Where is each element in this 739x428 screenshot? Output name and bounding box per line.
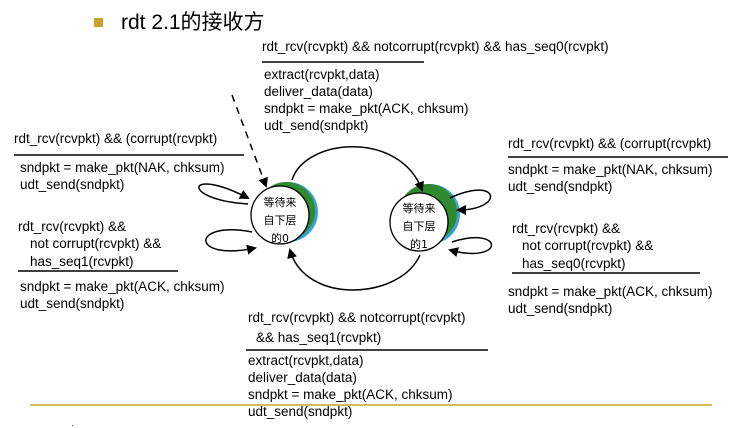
bottom-action-3: sndpkt = make_pkt(ACK, chksum) [248, 387, 452, 402]
state-wait-0: 等待来 自下层 的0 [250, 182, 318, 245]
top-action-3: sndpkt = make_pkt(ACK, chksum) [264, 101, 468, 116]
title-bullet [94, 18, 103, 27]
state-0-line1: 等待来 [264, 195, 297, 209]
left-self-loop-bottom [205, 229, 257, 255]
initial-arrow [231, 94, 268, 188]
top-action-2: deliver_data(data) [264, 84, 373, 99]
top-action-4: udt_send(sndpkt) [264, 118, 368, 133]
transition-left-bottom: rdt_rcv(rcvpkt) && not corrupt(rcvpkt) &… [18, 219, 224, 311]
left-bottom-event-1: rdt_rcv(rcvpkt) && [18, 219, 126, 234]
state-1-line1: 等待来 [403, 201, 436, 215]
top-action-1: extract(rcvpkt,data) [264, 67, 380, 82]
right-self-loop-top [449, 189, 492, 215]
transition-top: rdt_rcv(rcvpkt) && notcorrupt(rcvpkt) &&… [262, 39, 609, 133]
transition-right-bottom: rdt_rcv(rcvpkt) && not corrupt(rcvpkt) &… [508, 221, 712, 316]
transition-left-top: rdt_rcv(rcvpkt) && (corrupt(rcvpkt) sndp… [14, 131, 244, 192]
bottom-event-2: && has_seq1(rcvpkt) [256, 330, 381, 345]
transition-bottom: rdt_rcv(rcvpkt) && notcorrupt(rcvpkt) &&… [246, 310, 488, 419]
right-top-event: rdt_rcv(rcvpkt) && (corrupt(rcvpkt) [508, 136, 711, 151]
left-bottom-event-3: has_seq1(rcvpkt) [30, 254, 134, 269]
left-bottom-event-2: not corrupt(rcvpkt) && [30, 236, 161, 251]
left-bottom-action-1: sndpkt = make_pkt(ACK, chksum) [20, 279, 224, 294]
state-1-line2: 自下层 [403, 220, 436, 233]
right-bottom-event-2: not corrupt(rcvpkt) && [522, 238, 653, 253]
left-top-event: rdt_rcv(rcvpkt) && (corrupt(rcvpkt) [14, 131, 217, 146]
right-bottom-event-1: rdt_rcv(rcvpkt) && [512, 221, 620, 236]
bottom-action-2: deliver_data(data) [248, 370, 357, 385]
state-wait-1: 等待来 自下层 的1 [389, 184, 460, 252]
footer-dot [72, 425, 73, 426]
bottom-action-1: extract(rcvpkt,data) [248, 353, 364, 368]
right-top-action-2: udt_send(sndpkt) [508, 179, 612, 194]
top-event-line1: rdt_rcv(rcvpkt) && notcorrupt(rcvpkt) &&… [262, 39, 609, 54]
right-top-action-1: sndpkt = make_pkt(NAK, chksum) [508, 162, 712, 177]
right-bottom-action-2: udt_send(sndpkt) [508, 301, 612, 316]
state-0-line2: 自下层 [264, 214, 297, 227]
left-top-action-2: udt_send(sndpkt) [20, 177, 124, 192]
bottom-action-4: udt_send(sndpkt) [248, 404, 352, 419]
left-bottom-action-2: udt_send(sndpkt) [20, 296, 124, 311]
right-self-loop-bottom [448, 237, 493, 257]
state-1-line3: 的1 [410, 237, 428, 251]
left-top-action-1: sndpkt = make_pkt(NAK, chksum) [20, 160, 224, 175]
slide-title: rdt 2.1的接收方 [121, 11, 265, 34]
right-bottom-event-3: has_seq0(rcvpkt) [522, 256, 626, 271]
state-0-line3: 的0 [271, 231, 289, 245]
top-arc-arrow [291, 146, 424, 192]
left-self-loop-top [198, 183, 250, 205]
bottom-event-1: rdt_rcv(rcvpkt) && notcorrupt(rcvpkt) [248, 310, 466, 325]
transition-right-top: rdt_rcv(rcvpkt) && (corrupt(rcvpkt) sndp… [508, 136, 728, 194]
bottom-arc-arrow [287, 248, 421, 291]
right-bottom-action-1: sndpkt = make_pkt(ACK, chksum) [508, 284, 712, 299]
